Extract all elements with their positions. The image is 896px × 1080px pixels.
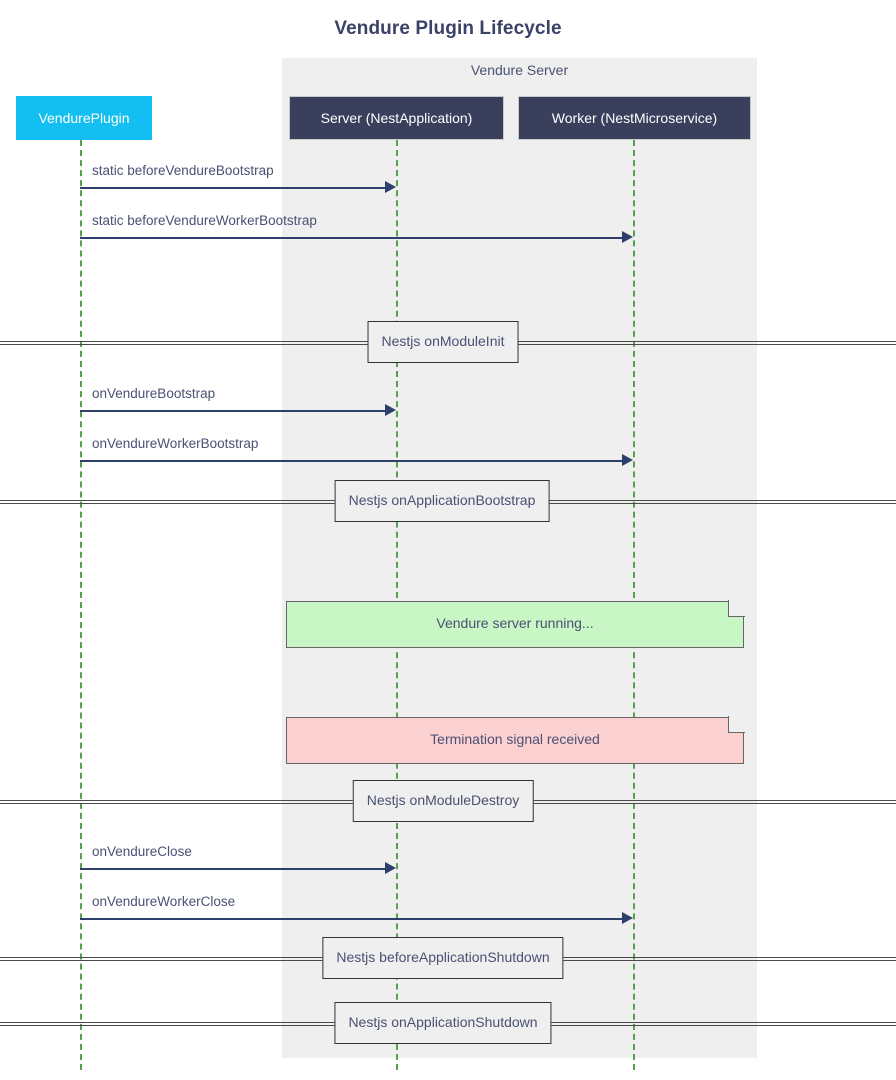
message-label: onVendureClose [92,844,192,859]
actor-label: Worker (NestMicroservice) [551,110,718,126]
arrow-head-icon [622,912,633,924]
note-termination-signal-received: Termination signal received [286,716,745,764]
divider-label: Nestjs onModuleInit [367,321,519,363]
message-label: static beforeVendureBootstrap [92,163,274,178]
message-label: static beforeVendureWorkerBootstrap [92,213,317,228]
group-panel-vendure-server [282,58,757,1058]
note-label: Termination signal received [430,731,600,747]
note-body [286,717,744,764]
message-label: onVendureWorkerBootstrap [92,436,259,451]
group-panel-label: Vendure Server [470,62,569,78]
arrow-head-icon [385,181,396,193]
note-body [286,601,744,648]
actor-vendure-plugin[interactable]: VendurePlugin [16,96,152,140]
note-label: Vendure server running... [436,615,594,631]
message-line [80,237,628,239]
message-line [80,187,391,189]
message-label: onVendureWorkerClose [92,894,236,909]
message-line [80,868,391,870]
arrow-head-icon [385,862,396,874]
arrow-head-icon [622,454,633,466]
actor-server-nestapplication[interactable]: Server (NestApplication) [289,96,504,140]
divider-label: Nestjs onApplicationShutdown [334,1002,552,1044]
message-line [80,460,628,462]
note-fold-corner-icon [728,600,745,617]
actor-label: VendurePlugin [38,110,130,126]
actor-label: Server (NestApplication) [320,110,473,126]
page-title: Vendure Plugin Lifecycle [334,18,562,39]
arrow-head-icon [385,404,396,416]
note-fold-corner-icon [728,716,745,733]
message-label: onVendureBootstrap [92,386,216,401]
divider-label: Nestjs onApplicationBootstrap [334,480,550,522]
actor-worker-nestmicroservice[interactable]: Worker (NestMicroservice) [518,96,751,140]
note-vendure-server-running: Vendure server running... [286,600,745,648]
lifeline-vendure-plugin [80,140,82,1070]
message-line [80,918,628,920]
divider-label: Nestjs onModuleDestroy [352,780,534,822]
message-line [80,410,391,412]
arrow-head-icon [622,231,633,243]
divider-label: Nestjs beforeApplicationShutdown [322,937,564,979]
